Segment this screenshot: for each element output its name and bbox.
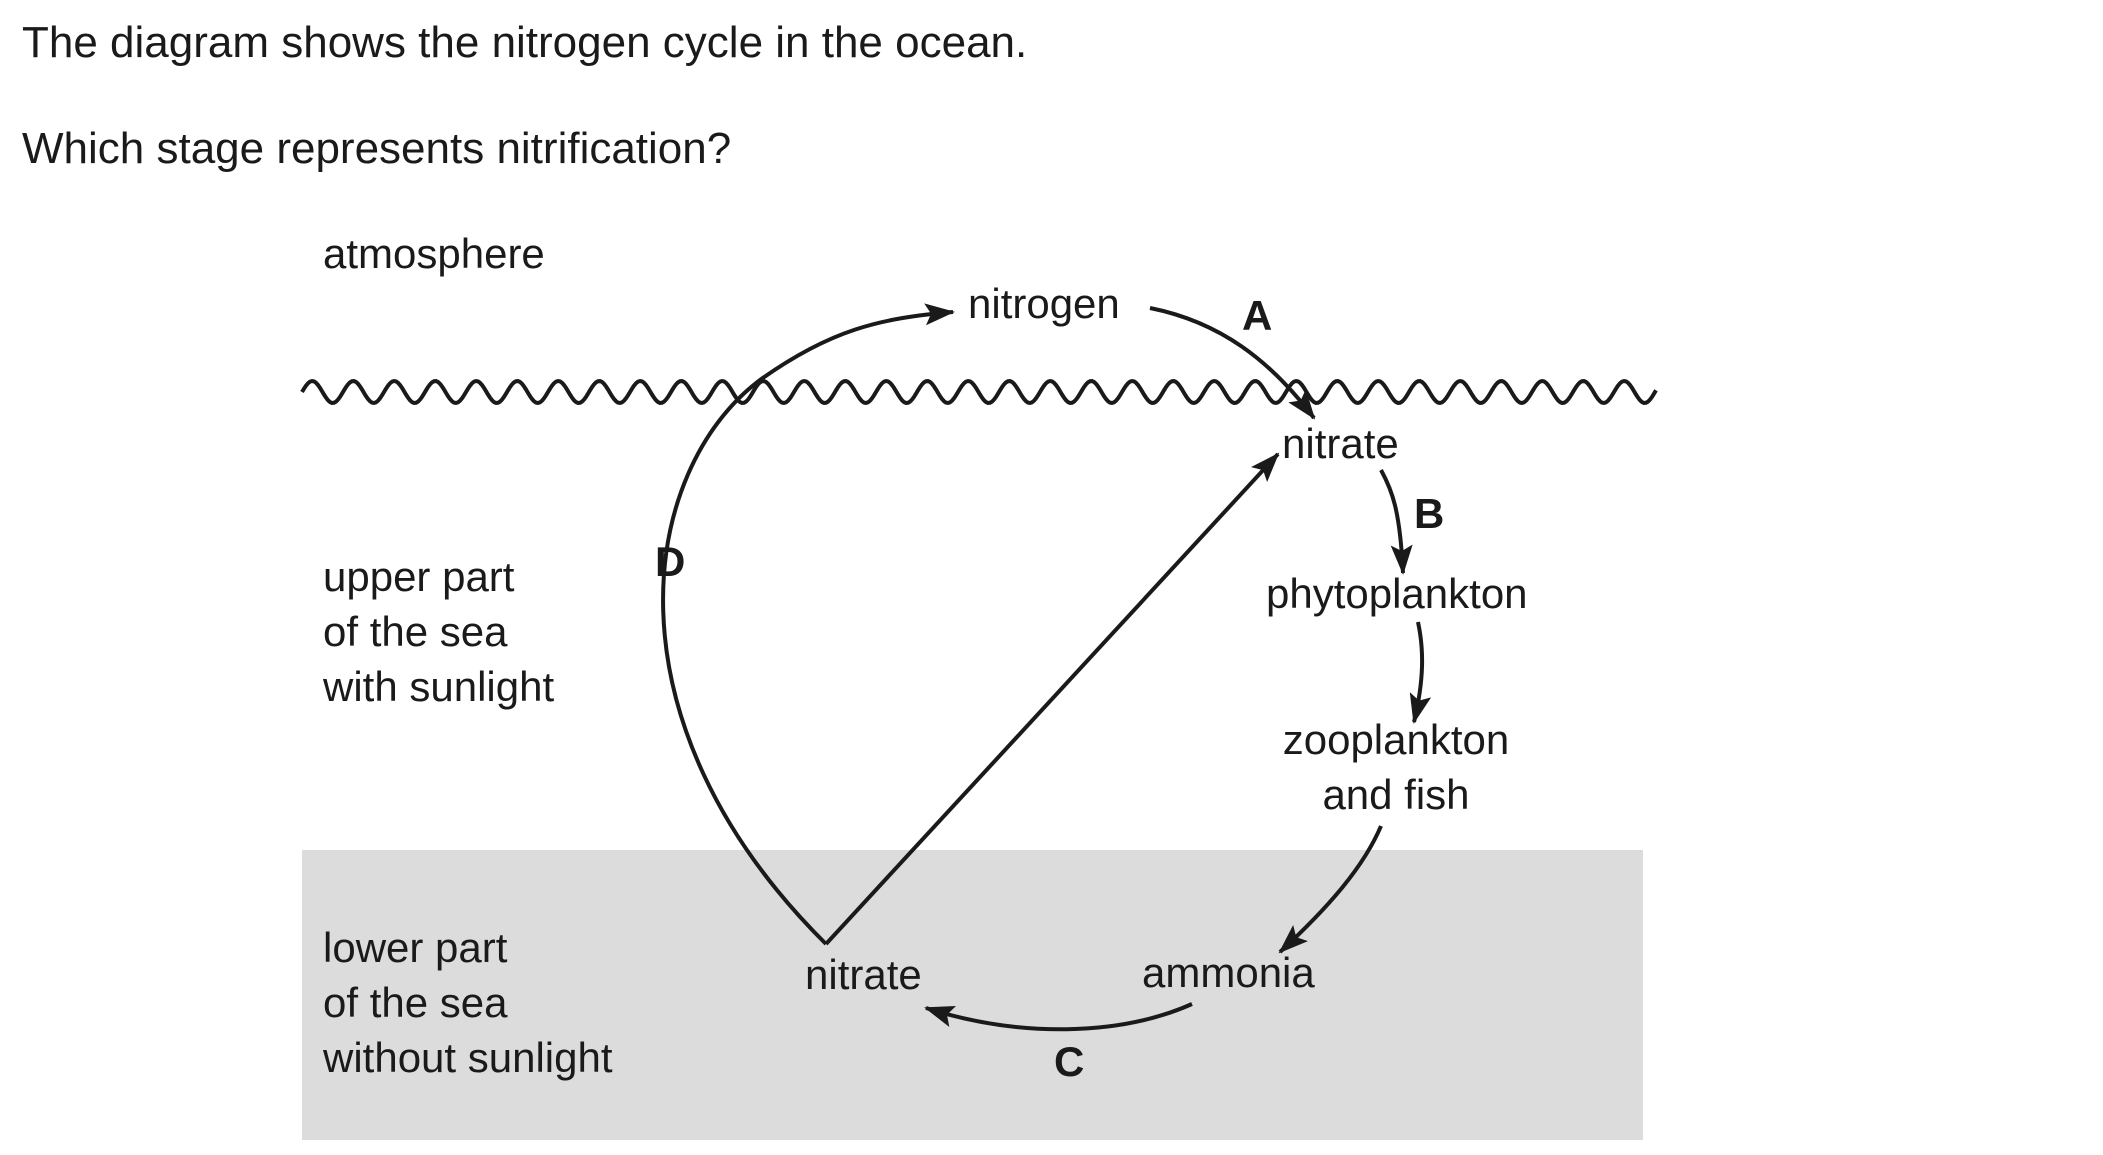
upper-sea-label-line2: of the sea xyxy=(323,608,508,655)
question-stem: The diagram shows the nitrogen cycle in … xyxy=(22,18,1028,67)
stage-a-label: A xyxy=(1242,292,1272,339)
stage-d-label: D xyxy=(655,538,685,585)
lower-nitrate-label: nitrate xyxy=(805,951,922,998)
arrow-d-nitrate-to-nitrogen xyxy=(661,303,955,946)
deep-sea-zone xyxy=(302,850,1643,1140)
arrow-zooplankton-to-ammonia xyxy=(1278,825,1383,954)
arrow-phytoplankton-to-zooplankton xyxy=(1409,621,1432,724)
question-prompt: Which stage represents nitrification? xyxy=(22,124,732,173)
arrow-b-nitrate-to-phytoplankton xyxy=(1379,469,1413,575)
stage-c-label: C xyxy=(1054,1038,1084,1085)
zooplankton-label-line2: and fish xyxy=(1322,771,1469,818)
lower-sea-label-line3: without sunlight xyxy=(322,1034,613,1081)
upper-sea-label-line1: upper part xyxy=(323,553,515,600)
arrow-lower-nitrate-to-upper-nitrate xyxy=(824,452,1280,946)
arrow-a-nitrogen-to-nitrate xyxy=(1149,306,1316,420)
sea-surface-line xyxy=(300,378,1658,406)
upper-nitrate-label: nitrate xyxy=(1282,420,1399,467)
lower-sea-label-line1: lower part xyxy=(323,924,508,971)
atmosphere-label: atmosphere xyxy=(323,230,545,277)
arrow-c-ammonia-to-nitrate xyxy=(924,1002,1193,1032)
zooplankton-label-line1: zooplankton xyxy=(1283,716,1510,763)
phytoplankton-label: phytoplankton xyxy=(1266,570,1528,617)
stage-b-label: B xyxy=(1414,490,1444,537)
upper-sea-label-line3: with sunlight xyxy=(322,663,554,710)
ammonia-label: ammonia xyxy=(1142,949,1315,996)
lower-sea-label-line2: of the sea xyxy=(323,979,508,1026)
nitrogen-label: nitrogen xyxy=(968,280,1120,327)
